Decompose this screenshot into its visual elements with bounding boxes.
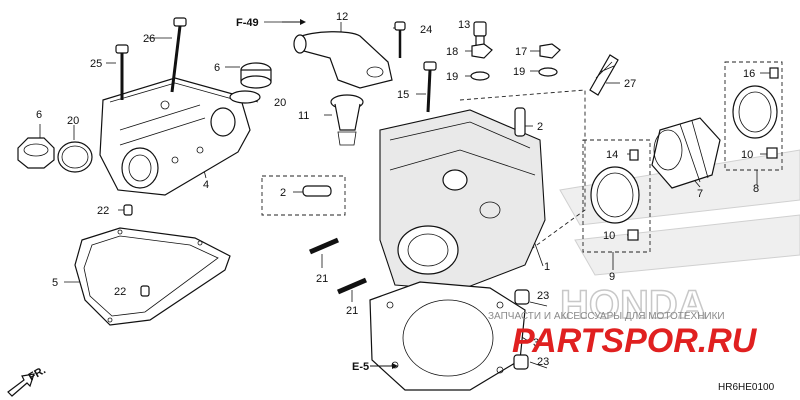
dowel-22a (123, 204, 133, 216)
callout-11: 11 (298, 110, 309, 122)
oil-cap-left (17, 137, 55, 169)
clamp-9 (590, 149, 640, 241)
dowel-23b (513, 354, 529, 370)
dowel-2-left (302, 185, 332, 197)
ref-front: FR. (27, 364, 48, 383)
callout-7: 7 (697, 188, 703, 200)
callout-21b: 21 (346, 305, 358, 317)
callout-21a: 21 (316, 273, 328, 285)
callout-24: 24 (420, 24, 432, 36)
callout-6b: 6 (214, 62, 220, 74)
callout-22b: 22 (114, 286, 126, 298)
callout-6a: 6 (36, 109, 42, 121)
callout-19b: 19 (513, 66, 525, 78)
bolt-15 (423, 61, 437, 113)
callout-22a: 22 (97, 205, 109, 217)
callout-5: 5 (52, 277, 58, 289)
clamp-8 (732, 67, 779, 159)
callout-23a: 23 (537, 290, 549, 302)
spark-plug (589, 54, 619, 96)
watermark-small-text: ЗАПЧАСТИ И АКСЕССУАРЫ ДЛЯ МОТОТЕХНИКИ (488, 311, 725, 322)
callout-15: 15 (397, 89, 409, 101)
honda-brand: HONDA (560, 283, 707, 327)
head-gasket (369, 281, 526, 391)
stud-21a (309, 237, 339, 255)
callout-20b: 20 (274, 97, 286, 109)
insulator-7 (651, 117, 721, 189)
temp-sensor (473, 21, 487, 47)
e5-arrow (370, 363, 398, 369)
gasket-5 (74, 227, 231, 326)
valve-cover (99, 77, 251, 196)
bolt-26 (170, 17, 187, 93)
callout-14: 14 (606, 149, 618, 161)
bolt-24 (394, 21, 406, 58)
ref-f49: F-49 (236, 17, 259, 29)
callout-13: 13 (458, 19, 470, 31)
callout-12: 12 (336, 11, 348, 23)
callout-4: 4 (203, 179, 209, 191)
front-arrow (7, 373, 35, 397)
washer-19a (470, 71, 490, 81)
dowel-23a (514, 289, 530, 305)
callout-16: 16 (743, 68, 755, 80)
oring-left (57, 141, 93, 173)
callout-26: 26 (143, 33, 155, 45)
callout-8: 8 (753, 183, 759, 195)
callout-23b: 23 (537, 356, 549, 368)
callout-18: 18 (446, 46, 458, 58)
callout-9: 9 (609, 271, 615, 283)
cap-nut-17 (539, 43, 561, 59)
callout-19a: 19 (446, 71, 458, 83)
callout-3: 3 (533, 337, 539, 349)
stud-21b (337, 277, 367, 295)
bolt-25 (115, 44, 129, 100)
oring-top (229, 90, 261, 104)
assembly-box-9 (582, 139, 651, 253)
cylinder-head (379, 107, 546, 291)
oil-cap-top (240, 62, 272, 89)
thermostat (330, 94, 364, 146)
callout-2b: 2 (537, 121, 543, 133)
callout-17: 17 (515, 46, 527, 58)
thermostat-housing (293, 31, 393, 89)
callout-27: 27 (624, 78, 636, 90)
dowel-22b (140, 285, 150, 297)
callout-25: 25 (90, 58, 102, 70)
callout-10b: 10 (741, 149, 753, 161)
callout-10a: 10 (603, 230, 615, 242)
cap-nut-18 (471, 43, 493, 59)
callout-20a: 20 (67, 115, 79, 127)
assembly-box-8 (724, 61, 783, 171)
ref-e5: E-5 (352, 361, 369, 373)
callout-2a: 2 (280, 187, 286, 199)
assembly-box-1 (261, 175, 346, 216)
washer-19b (538, 67, 558, 77)
f49-arrow (282, 19, 306, 25)
diagram-code: HR6HE0100 (718, 382, 775, 393)
callout-1: 1 (544, 261, 550, 273)
watermark-big-text: PARTSPOR.RU (512, 322, 758, 360)
